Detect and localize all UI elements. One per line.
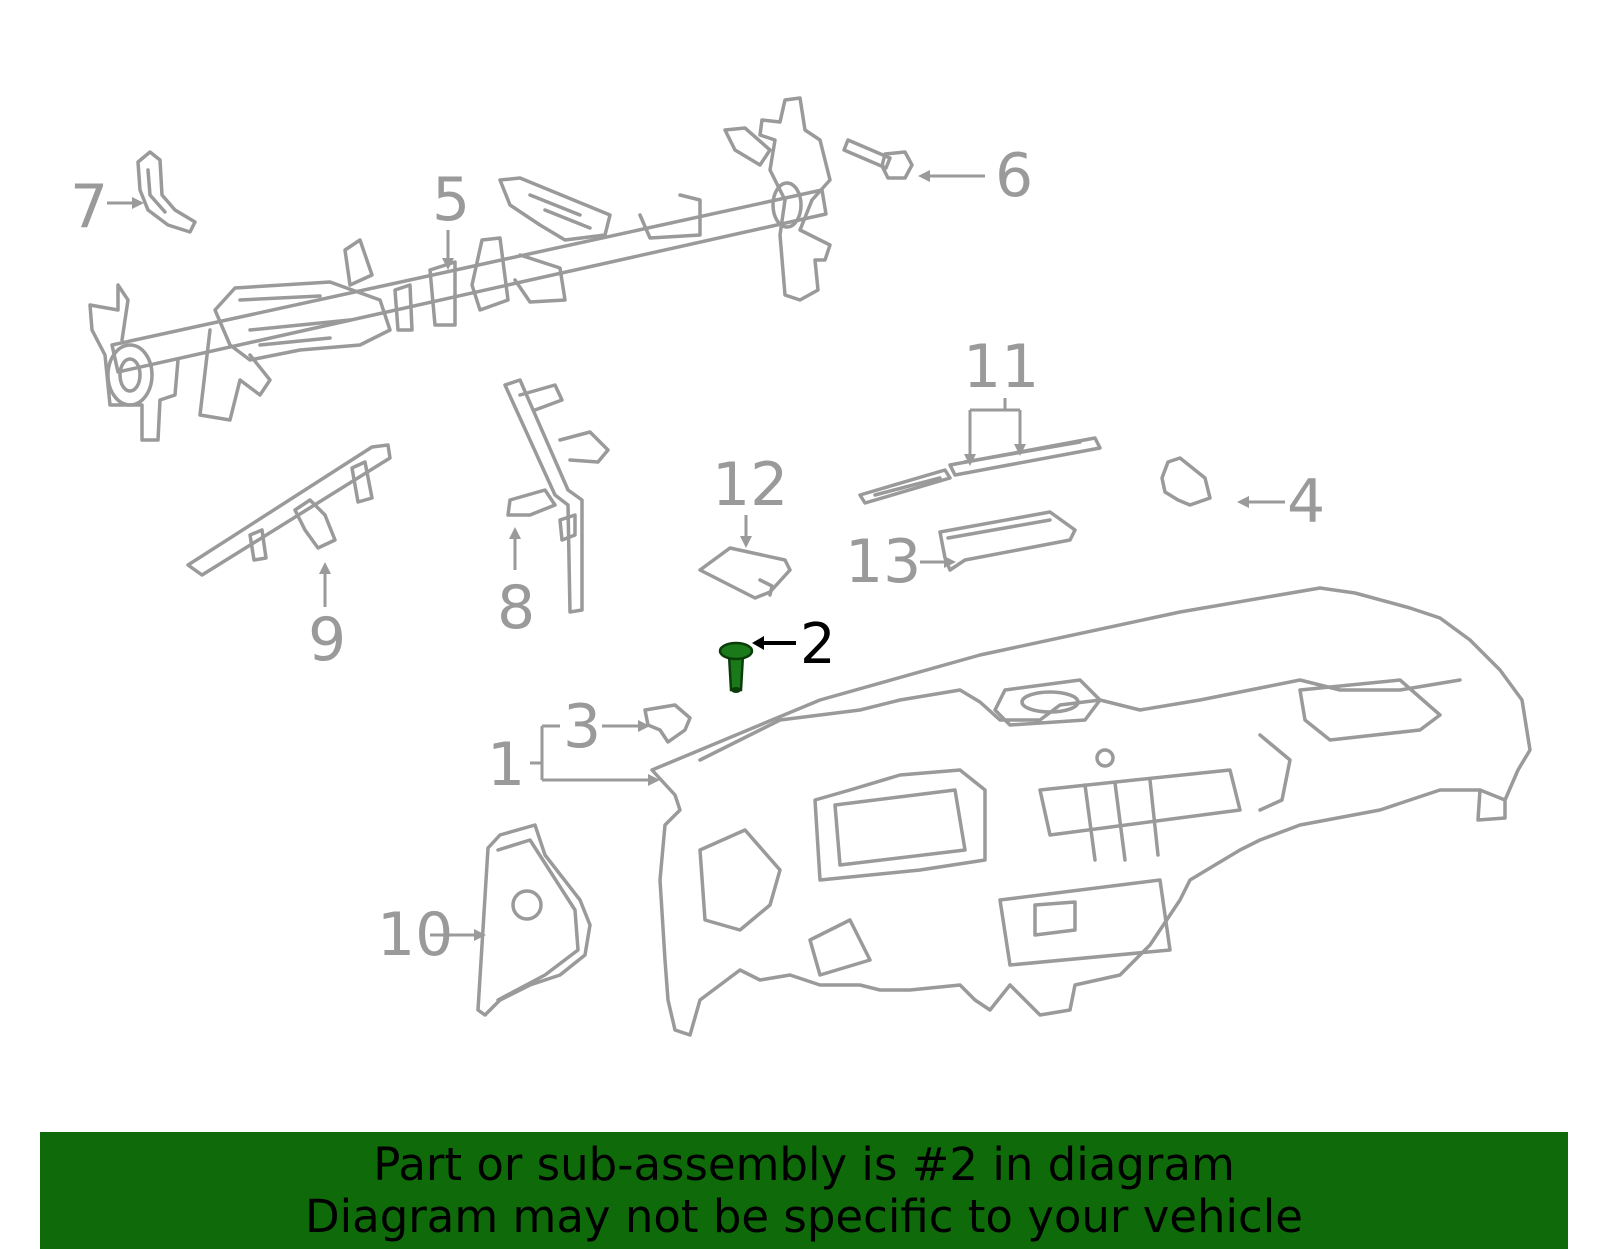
part-3-clip — [643, 703, 692, 744]
callout-4: 4 — [1287, 467, 1325, 537]
part-11-trim-strips — [858, 436, 1102, 505]
part-10-side-cover — [476, 823, 592, 1017]
part-13-panel — [938, 510, 1077, 572]
callout-13: 13 — [845, 527, 921, 597]
part-9-brace — [186, 443, 392, 577]
callout-labels: 7 5 6 11 4 12 13 8 9 2 3 1 10 — [70, 141, 1325, 970]
part-4-end-cap — [1160, 456, 1212, 507]
callout-5: 5 — [432, 165, 470, 235]
callout-3: 3 — [563, 692, 601, 762]
callout-leaders — [107, 170, 1285, 941]
callout-6: 6 — [995, 141, 1033, 211]
part-6-bolt — [842, 138, 914, 180]
part-5-reinforcement-beam — [88, 96, 832, 442]
banner-line-2: Diagram may not be specific to your vehi… — [305, 1189, 1303, 1243]
callout-2: 2 — [800, 612, 836, 677]
callout-7: 7 — [70, 172, 108, 242]
callout-10: 10 — [377, 900, 453, 970]
part-7-bracket — [136, 150, 197, 234]
part-12-cover — [698, 546, 792, 600]
part-2-screw-highlighted — [718, 641, 754, 693]
banner-line-1: Part or sub-assembly is #2 in diagram — [373, 1137, 1235, 1191]
callout-1: 1 — [487, 730, 525, 800]
part-8-brace — [503, 378, 610, 614]
callout-12: 12 — [712, 450, 788, 520]
callout-11: 11 — [963, 332, 1039, 402]
part-1-instrument-panel — [650, 586, 1532, 1037]
callout-8: 8 — [497, 573, 535, 643]
info-banner: Part or sub-assembly is #2 in diagram Di… — [40, 1132, 1568, 1249]
callout-9: 9 — [308, 605, 346, 675]
